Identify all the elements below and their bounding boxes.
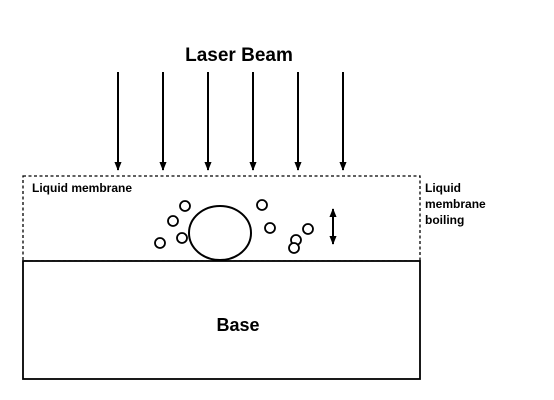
boiling-label-line-3: boiling	[425, 213, 464, 227]
small-bubble	[256, 199, 268, 211]
diagram-title: Laser Beam	[185, 45, 293, 66]
vapor-bubble-large	[188, 205, 252, 261]
small-bubble	[302, 223, 314, 235]
small-bubble	[167, 215, 179, 227]
laser-beam-arrows	[114, 72, 347, 171]
boiling-label-line-2: membrane	[425, 197, 486, 211]
small-bubble	[264, 222, 276, 234]
small-bubbles	[154, 199, 314, 254]
small-bubble	[176, 232, 188, 244]
small-bubble	[179, 200, 191, 212]
liquid-membrane-region	[22, 175, 421, 262]
small-bubble	[288, 242, 300, 254]
base-block	[22, 260, 421, 380]
liquid-membrane-label: Liquid membrane	[32, 181, 132, 195]
boiling-label-line-1: Liquid	[425, 181, 461, 195]
small-bubble	[154, 237, 166, 249]
base-label: Base	[216, 315, 259, 335]
